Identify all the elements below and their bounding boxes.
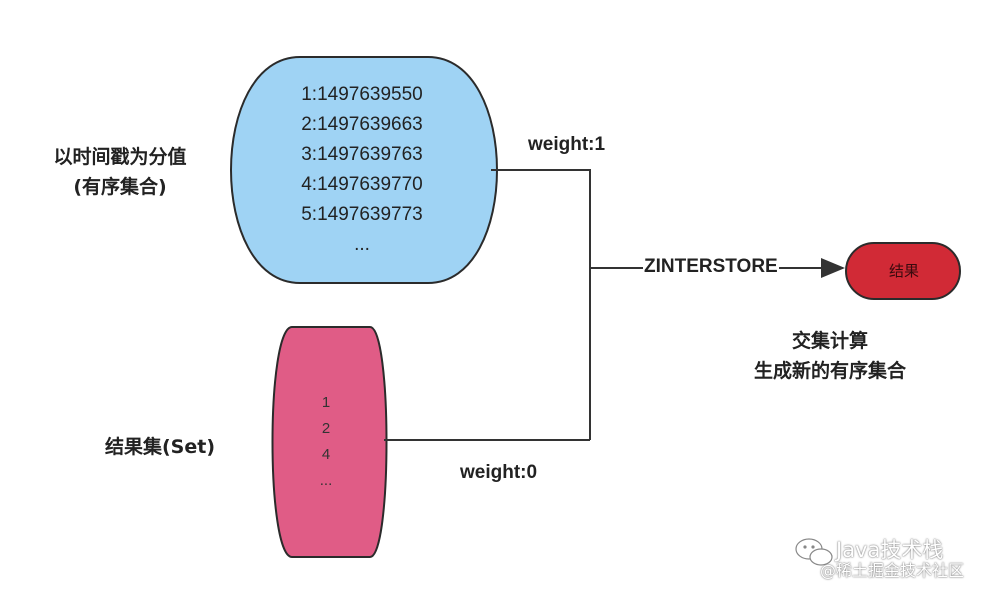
wechat-icon <box>795 538 833 566</box>
zset-caption: 以时间戳为分值 (有序集合) <box>20 142 220 202</box>
set-member: 4 <box>321 446 331 463</box>
zset-member: 4:1497639770 <box>301 174 423 195</box>
weight-set-label: weight:0 <box>460 462 538 483</box>
zset-member: 2:1497639663 <box>301 114 423 135</box>
result-caption: 交集计算 生成新的有序集合 <box>725 326 935 386</box>
zset-member: 5:1497639773 <box>301 204 423 225</box>
result-shape <box>845 242 961 300</box>
watermark-account: Java技术栈 <box>836 538 944 562</box>
operation-label: ZINTERSTORE <box>643 256 779 278</box>
set-members: 1 2 4 ... <box>276 390 376 494</box>
result-caption-line2: 生成新的有序集合 <box>753 360 906 382</box>
result-label: 结果 <box>888 262 919 280</box>
zset-member: ... <box>354 234 370 255</box>
zset-member: 1:1497639550 <box>301 84 423 105</box>
watermark-community: @稀土掘金技术社区 <box>820 561 965 580</box>
set-member: 2 <box>321 420 331 437</box>
zset-member: 3:1497639763 <box>301 144 423 165</box>
set-caption: 结果集(Set) <box>104 436 216 458</box>
zset-connector <box>491 169 591 440</box>
result-caption-line1: 交集计算 <box>791 330 868 352</box>
set-member: ... <box>319 472 333 489</box>
zset-caption-line2: (有序集合) <box>73 176 167 198</box>
set-shape <box>271 326 388 558</box>
zset-members: 1:1497639550 2:1497639663 3:1497639763 4… <box>262 80 462 260</box>
set-member: 1 <box>321 394 331 411</box>
weight-zset-label: weight:1 <box>528 134 606 155</box>
zset-shape <box>230 56 498 284</box>
zset-caption-line1: 以时间戳为分值 <box>53 146 187 168</box>
